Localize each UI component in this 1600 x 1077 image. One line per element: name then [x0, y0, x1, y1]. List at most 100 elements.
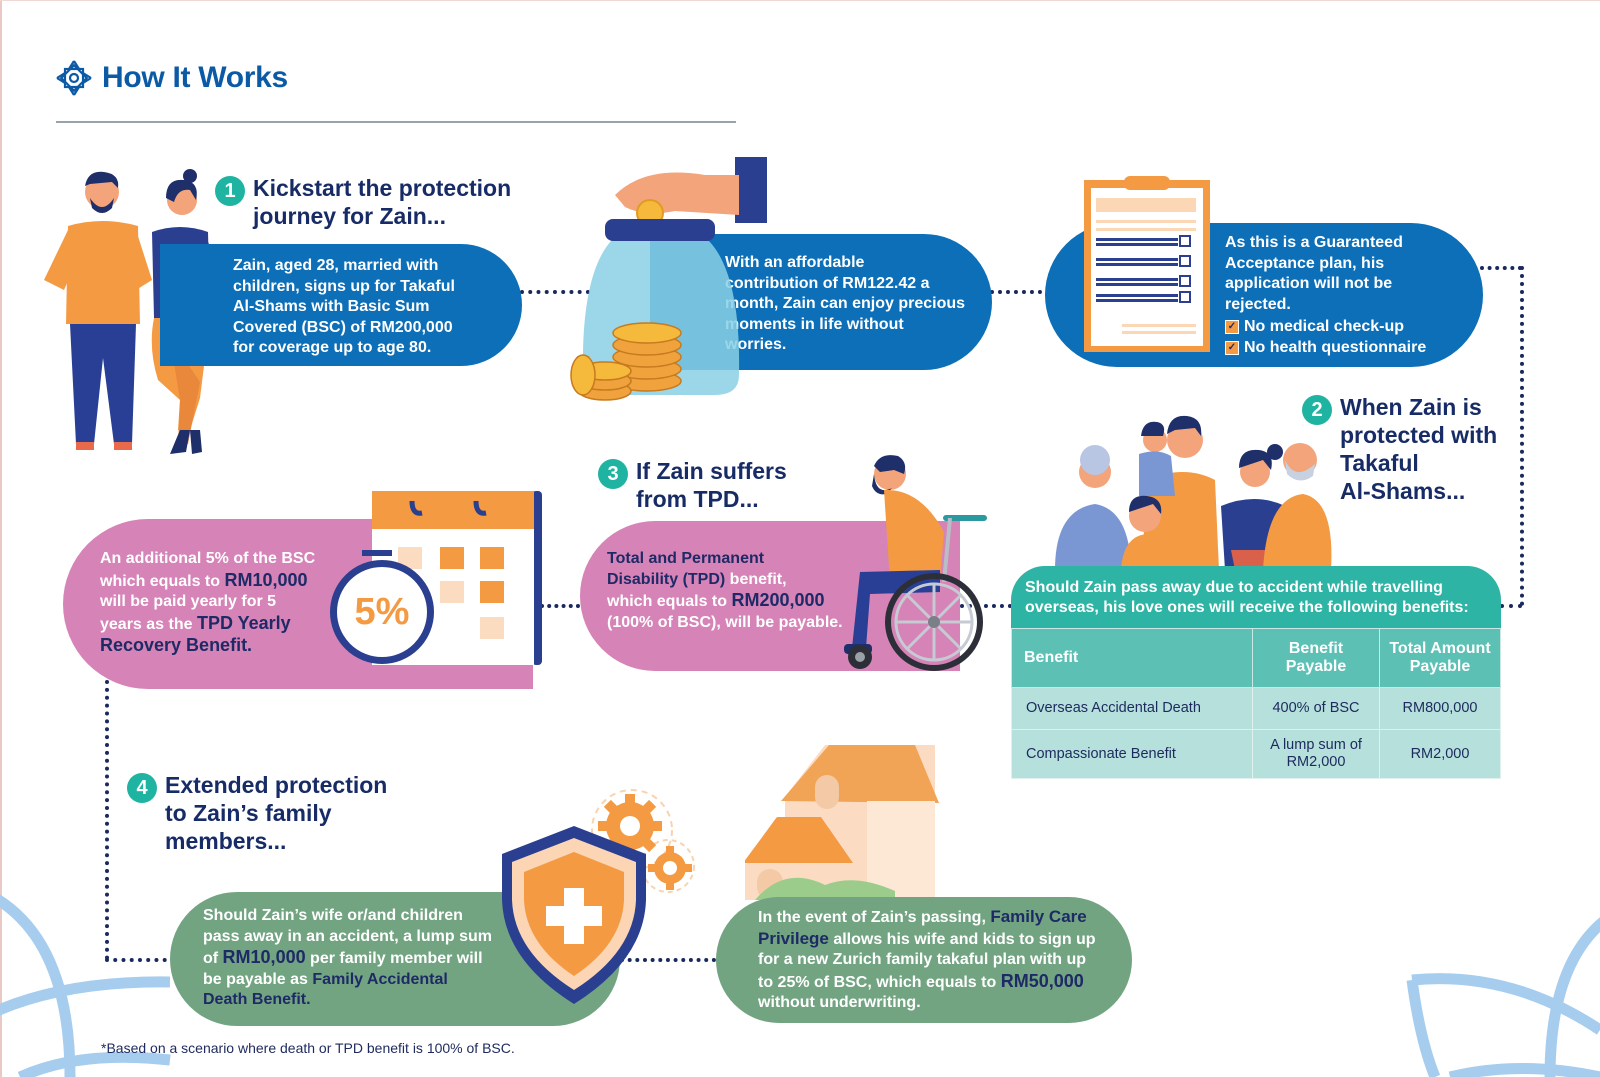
tpd-text: benefit,	[725, 570, 787, 588]
connector-3-right	[1480, 266, 1522, 270]
percentage-badge-text: 5%	[354, 590, 410, 633]
signup-line-5: for coverage up to age 80.	[233, 339, 432, 356]
table-header-row: Benefit Benefit Payable Total Amount Pay…	[1011, 628, 1501, 688]
family-accident-text: per family member will	[305, 950, 483, 967]
connector-table-right	[1500, 604, 1522, 608]
step-4-heading: 4 Extended protection to Zain’s family m…	[127, 771, 387, 855]
benefits-table-panel: Should Zain pass away due to accident wh…	[1011, 566, 1501, 779]
checklist-item-medical: ✓ No medical check-up	[1225, 317, 1483, 338]
step-1-number-badge: 1	[215, 176, 245, 206]
tpd-amount: RM200,000	[731, 590, 825, 610]
step-2-title-line3: Takaful	[1340, 450, 1419, 476]
family-accident-text: of	[203, 950, 223, 967]
table-row: Overseas Accidental Death 400% of BSC RM…	[1011, 687, 1501, 730]
column-header-benefit: Benefit	[1011, 628, 1253, 688]
header-text: Payable	[1285, 658, 1347, 675]
connector-tpd-yearly	[540, 604, 580, 608]
connector-1-2	[520, 290, 590, 294]
connector-table-tpd	[960, 604, 1012, 608]
page-title: How It Works	[102, 61, 288, 94]
page-edge	[0, 0, 2, 1077]
tpd-text: which equals to	[607, 593, 732, 610]
family-care-text: to 25% of BSC, which equals to	[758, 973, 1001, 991]
footnote: *Based on a scenario where death or TPD …	[101, 1040, 515, 1056]
checklist-label: No medical check-up	[1244, 318, 1405, 335]
benefits-table-intro: Should Zain pass away due to accident wh…	[1011, 566, 1501, 628]
column-header-benefit-payable: Benefit Payable	[1252, 628, 1380, 688]
step-4-title-line1: Extended protection	[165, 772, 388, 798]
step-2-number-badge: 2	[1302, 395, 1332, 425]
connector-green-green	[620, 958, 716, 962]
signup-line-3: Al-Shams with Basic Sum	[233, 298, 430, 315]
connector-right-vertical	[1520, 266, 1524, 606]
step-2-heading: 2 When Zain is protected with Takaful Al…	[1302, 393, 1497, 505]
shield-gears-illustration-icon	[502, 789, 695, 1004]
houses-illustration-icon	[745, 745, 939, 900]
family-accident-text: be payable as	[203, 970, 313, 988]
yearly-text: years as the	[100, 615, 197, 633]
yearly-amount: RM10,000	[224, 569, 308, 590]
tpd-highlight-line2: Disability (TPD)	[607, 570, 726, 588]
wheelchair-illustration-icon	[844, 455, 987, 671]
acceptance-line-3: application will not be	[1225, 275, 1393, 292]
contribution-line-1: With an affordable	[725, 254, 865, 271]
family-illustration-icon	[1055, 415, 1332, 570]
contribution-line-2: contribution of RM122.42 a	[725, 274, 930, 292]
signup-line-1: Zain, aged 28, married with	[233, 257, 439, 274]
step-1-title-line2: journey for Zain...	[253, 203, 446, 229]
yearly-text: which equals to	[100, 572, 225, 590]
contribution-line-5: worries.	[725, 336, 787, 353]
contribution-line-3: month, Zain can enjoy precious	[725, 295, 966, 312]
contribution-line-4: moments in life without	[725, 315, 904, 333]
cell-text: RM2,000	[1286, 754, 1346, 770]
stopwatch-button-icon	[362, 550, 392, 556]
yearly-highlight: Recovery Benefit.	[100, 635, 253, 655]
page-edge-top	[0, 0, 1600, 1]
page-header: How It Works	[56, 60, 288, 96]
yearly-text: An additional 5% of the BSC	[100, 550, 316, 567]
step-4-title-line3: members...	[165, 828, 287, 854]
step-2-title-line4: Al-Shams...	[1340, 478, 1466, 504]
column-header-total-amount: Total Amount Payable	[1379, 628, 1501, 688]
header-text: Payable	[1409, 658, 1471, 675]
header-text: Benefit	[1288, 640, 1344, 657]
step-4-title-line2: to Zain’s family	[165, 800, 332, 826]
coin-jar-illustration-icon	[570, 157, 767, 401]
step-1-heading: 1 Kickstart the protection journey for Z…	[215, 174, 511, 230]
family-care-card: In the event of Zain’s passing, Family C…	[716, 897, 1132, 1023]
family-care-text: In the event of Zain’s passing,	[758, 909, 991, 926]
checklist-item-questionnaire: ✓ No health questionnaire	[1225, 338, 1483, 359]
connector-left-vertical	[105, 680, 109, 960]
connector-left-green	[105, 958, 175, 962]
decorative-petal-left-icon	[0, 894, 171, 1077]
cell-text: A lump sum of	[1270, 737, 1362, 753]
step-3-number-badge: 3	[598, 459, 628, 489]
family-care-text: for a new Zurich family takaful plan wit…	[758, 951, 1087, 968]
family-care-highlight: Privilege	[758, 928, 829, 948]
family-accident-amount: RM10,000	[222, 947, 306, 967]
yearly-text: will be paid yearly for 5	[100, 593, 277, 610]
percentage-stopwatch-badge: 5%	[330, 560, 434, 664]
cell-payable: A lump sum of RM2,000	[1252, 729, 1380, 779]
family-accident-highlight: Death Benefit.	[203, 991, 311, 1008]
family-accident-text: Should Zain’s wife or/and children	[203, 907, 463, 924]
checkbox-checked-icon: ✓	[1225, 320, 1239, 335]
acceptance-line-1: As this is a Guaranteed	[1225, 234, 1403, 251]
family-accident-highlight: Family Accidental	[312, 970, 448, 988]
cell-benefit: Overseas Accidental Death	[1011, 687, 1253, 730]
checklist-label: No health questionnaire	[1244, 338, 1427, 356]
step-3-title-line1: If Zain suffers	[636, 458, 787, 484]
cell-total: RM2,000	[1379, 729, 1501, 779]
signup-card: Zain, aged 28, married with children, si…	[160, 244, 522, 366]
header-divider	[56, 121, 736, 123]
step-2-title-line1: When Zain is	[1340, 394, 1482, 420]
tpd-highlight-line1: Total and Permanent	[607, 550, 765, 567]
cell-payable: 400% of BSC	[1252, 687, 1380, 730]
step-1-title-line1: Kickstart the protection	[253, 175, 512, 201]
benefits-table: Benefit Benefit Payable Total Amount Pay…	[1011, 628, 1501, 779]
benefits-intro-line1: Should Zain pass away due to accident wh…	[1025, 579, 1443, 596]
cell-total: RM800,000	[1379, 687, 1501, 730]
checkbox-checked-icon: ✓	[1225, 340, 1239, 355]
step-3-title-line2: from TPD...	[636, 486, 759, 512]
step-3-heading: 3 If Zain suffers from TPD...	[598, 457, 787, 513]
